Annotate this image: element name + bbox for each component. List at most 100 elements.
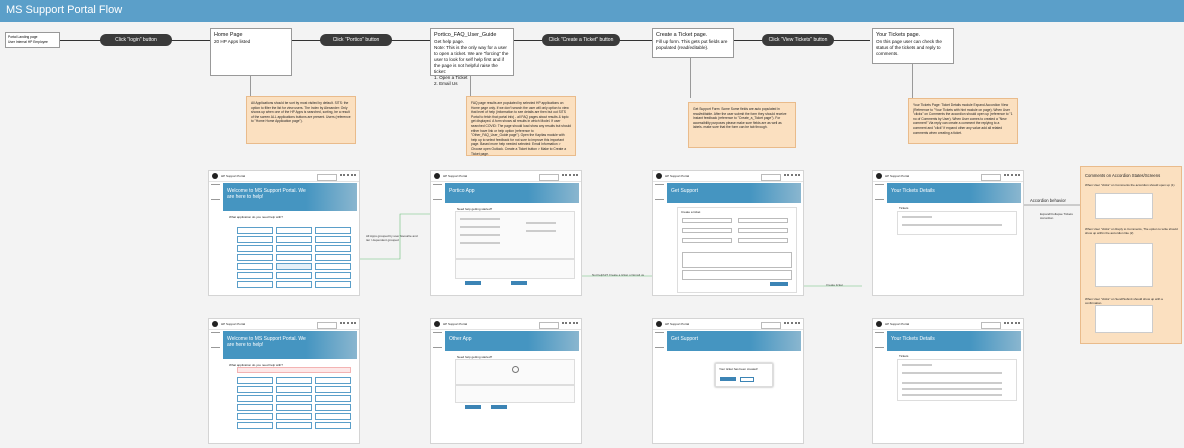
app-tile[interactable] <box>237 386 273 393</box>
email-us-button[interactable] <box>511 281 527 285</box>
app-tile[interactable] <box>276 386 312 393</box>
search-input[interactable] <box>539 173 559 181</box>
form-attachment[interactable] <box>682 270 792 280</box>
note-tickets-title: Your Tickets page. <box>876 32 921 38</box>
app-tile[interactable] <box>237 404 273 411</box>
app-tile[interactable] <box>237 272 273 279</box>
search-input[interactable] <box>761 173 781 181</box>
screen-home-topbar: HP Support Portal <box>209 171 359 182</box>
faq-row[interactable] <box>526 222 556 224</box>
note-portico-line-2: Note: This is the only way for a user to… <box>434 45 509 74</box>
faq-row[interactable] <box>460 234 500 236</box>
toolbar-icons[interactable] <box>562 322 578 328</box>
search-input[interactable] <box>317 321 337 329</box>
app-tile[interactable] <box>237 395 273 402</box>
app-tile[interactable] <box>315 413 351 420</box>
toolbar-icons[interactable] <box>340 174 356 180</box>
screen-home: HP Support Portal Welcome to MS Support … <box>208 170 360 296</box>
toolbar-icons[interactable] <box>340 322 356 328</box>
tickets-subheading: Tickets <box>899 354 909 358</box>
faq-row[interactable] <box>460 218 500 220</box>
faq-row[interactable] <box>526 230 556 232</box>
app-tile[interactable] <box>315 263 351 270</box>
sidebar-menu[interactable] <box>875 184 884 200</box>
sidebar-menu[interactable] <box>211 184 220 200</box>
search-input[interactable] <box>981 173 1001 181</box>
create-ticket-button[interactable] <box>465 281 481 285</box>
app-tile[interactable] <box>237 377 273 384</box>
app-tile[interactable] <box>276 404 312 411</box>
app-tile-portico[interactable] <box>276 263 312 270</box>
search-input[interactable] <box>317 173 337 181</box>
create-ticket-button[interactable] <box>465 405 481 409</box>
confirmation-text: Your ticket has been created! <box>719 367 758 371</box>
form-subheading: Create a ticket <box>681 210 701 214</box>
app-tile[interactable] <box>237 422 273 429</box>
app-tile[interactable] <box>276 281 312 288</box>
sidebar-menu[interactable] <box>655 332 664 348</box>
app-tile[interactable] <box>315 404 351 411</box>
app-tile[interactable] <box>237 245 273 252</box>
app-tile[interactable] <box>276 245 312 252</box>
app-tile[interactable] <box>276 272 312 279</box>
form-field[interactable] <box>682 218 732 223</box>
form-field[interactable] <box>738 218 788 223</box>
app-tile[interactable] <box>315 377 351 384</box>
app-tile[interactable] <box>315 227 351 234</box>
app-tile[interactable] <box>276 227 312 234</box>
search-input[interactable] <box>539 321 559 329</box>
form-field[interactable] <box>682 228 732 233</box>
sidebar-menu[interactable] <box>433 184 442 200</box>
toolbar-icons[interactable] <box>1004 322 1020 328</box>
app-tile[interactable] <box>276 422 312 429</box>
app-tile[interactable] <box>315 245 351 252</box>
app-tile[interactable] <box>237 227 273 234</box>
app-tile[interactable] <box>276 254 312 261</box>
faq-row[interactable] <box>460 242 500 244</box>
app-tile[interactable] <box>315 395 351 402</box>
app-tile[interactable] <box>237 263 273 270</box>
hero-heading: Other App <box>449 336 472 342</box>
app-tile[interactable] <box>315 236 351 243</box>
note-create-ticket: Create a Ticket page. Fill up form. This… <box>652 28 734 58</box>
ticket-accordion-expanded[interactable] <box>897 359 1017 401</box>
ticket-row <box>902 364 932 366</box>
app-tile[interactable] <box>315 254 351 261</box>
toolbar-icons[interactable] <box>784 174 800 180</box>
app-tile[interactable] <box>315 272 351 279</box>
form-field[interactable] <box>682 238 732 243</box>
app-tile[interactable] <box>315 386 351 393</box>
app-tile[interactable] <box>315 422 351 429</box>
app-tile[interactable] <box>237 413 273 420</box>
app-tile[interactable] <box>315 281 351 288</box>
sidebar-menu[interactable] <box>655 184 664 200</box>
ticket-accordion[interactable] <box>897 211 1017 235</box>
app-tile[interactable] <box>276 395 312 402</box>
form-textarea[interactable] <box>682 252 792 268</box>
close-button[interactable] <box>740 377 754 382</box>
screen-your-tickets: HP Support Portal Your Tickets Details T… <box>872 170 1024 296</box>
submit-ticket-button[interactable] <box>770 282 788 286</box>
form-field[interactable] <box>738 228 788 233</box>
connector-vertical-2 <box>470 76 471 96</box>
hero-heading: Get Support <box>671 188 698 194</box>
app-tile[interactable] <box>237 236 273 243</box>
app-tile[interactable] <box>276 413 312 420</box>
app-tile[interactable] <box>237 281 273 288</box>
app-tile[interactable] <box>276 377 312 384</box>
sidebar-menu[interactable] <box>433 332 442 348</box>
screen-portico: HP Support Portal Portico App Need help … <box>430 170 582 296</box>
view-ticket-button[interactable] <box>720 377 736 381</box>
toolbar-icons[interactable] <box>562 174 578 180</box>
faq-row[interactable] <box>460 226 500 228</box>
search-input[interactable] <box>761 321 781 329</box>
form-field[interactable] <box>738 238 788 243</box>
sidebar-menu[interactable] <box>211 332 220 348</box>
sidebar-menu[interactable] <box>875 332 884 348</box>
app-tile[interactable] <box>237 254 273 261</box>
search-input[interactable] <box>981 321 1001 329</box>
app-tile[interactable] <box>276 236 312 243</box>
email-us-button[interactable] <box>491 405 507 409</box>
toolbar-icons[interactable] <box>784 322 800 328</box>
toolbar-icons[interactable] <box>1004 174 1020 180</box>
